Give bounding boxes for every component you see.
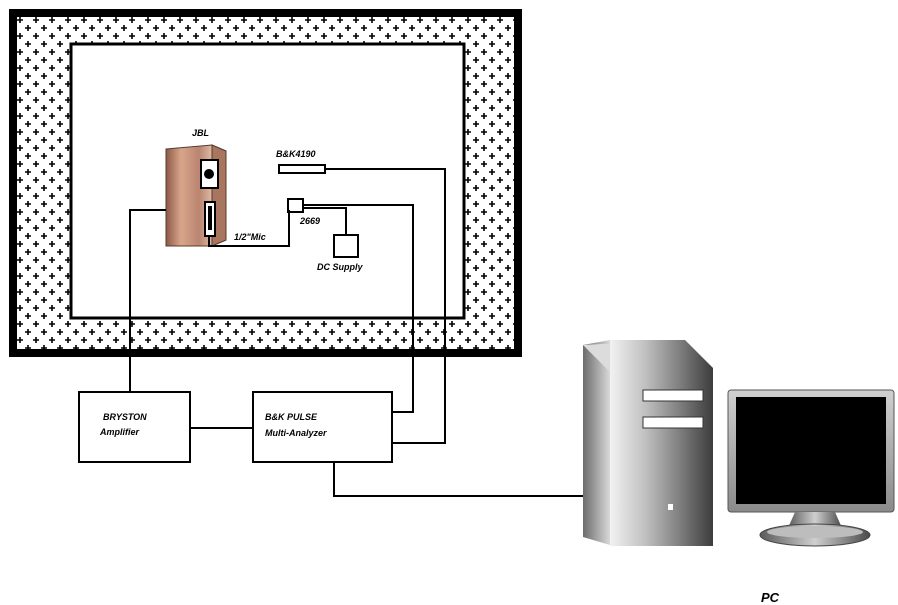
speaker-label: JBL [192,128,209,138]
connection-lines [129,168,585,497]
cable-label: 1/2"Mic [234,232,266,242]
monitor-screen [736,397,886,504]
amplifier-label-line2: Amplifier [99,427,140,437]
mic-to-analyzer-line [325,168,446,444]
dc-supply-label: DC Supply [317,262,363,272]
speaker-to-amplifier-line [129,209,166,392]
analyzer-box: B&K PULSE Multi-Analyzer [252,391,393,463]
amplifier-box: BRYSTON Amplifier [78,391,191,463]
analyzer-label-line1: B&K PULSE [265,412,318,422]
chamber-inner-space [69,42,466,320]
anechoic-chamber [9,9,522,357]
speaker-cable-line [208,210,290,247]
loudspeaker-icon: JBL [165,128,227,247]
analyzer-label-line2: Multi-Analyzer [265,428,327,438]
desktop-tower-icon [583,340,713,546]
monitor-icon [727,389,895,547]
pc-label: PC [761,590,780,605]
preamp-to-analyzer-line [303,204,414,413]
amplifier-label-line1: BRYSTON [103,412,147,422]
analyzer-to-pc-line [333,462,585,497]
microphone-label: B&K4190 [276,149,316,159]
preamp-to-dc-supply-line [303,207,347,235]
preamp-label: 2669 [299,216,320,226]
